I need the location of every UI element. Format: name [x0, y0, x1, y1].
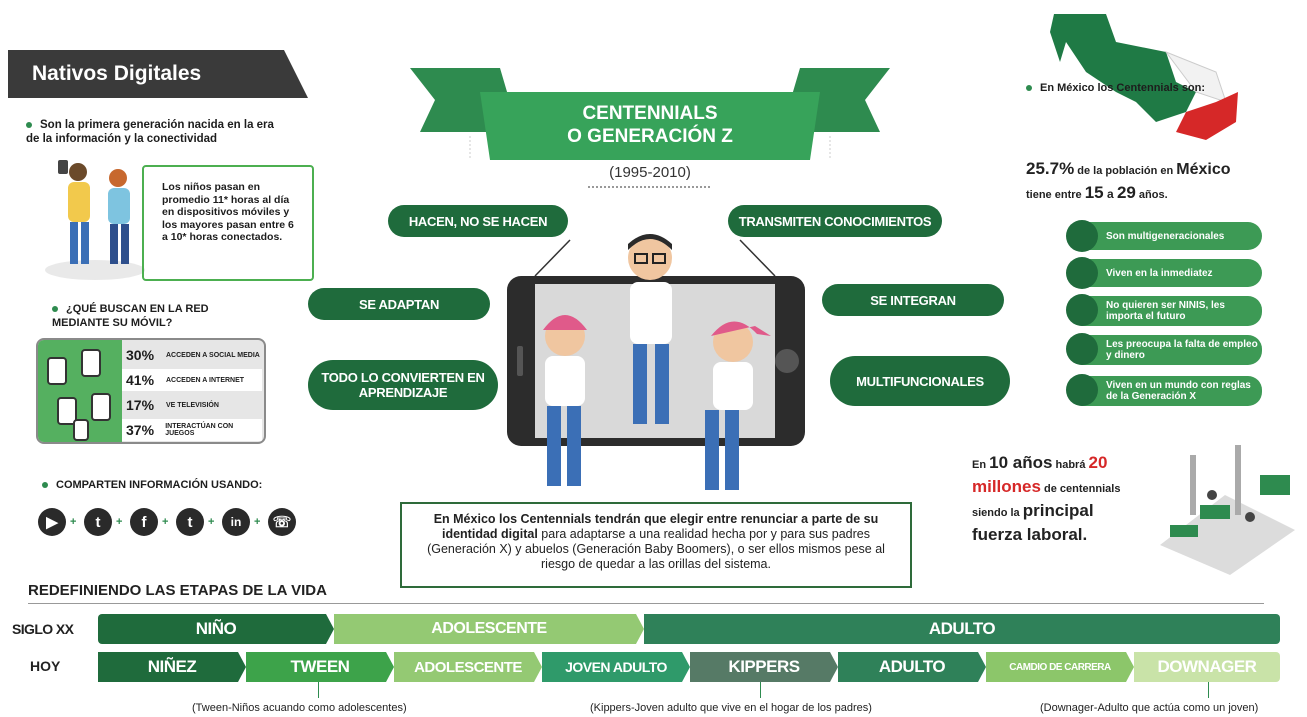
phone-illustration	[507, 234, 805, 490]
banner-title: CENTENNIALS O GENERACIÓN Z	[567, 103, 733, 147]
plus-icon: +	[70, 516, 77, 528]
page-title: Nativos Digitales	[8, 50, 308, 98]
trait-aprendizaje: TODO LO CONVIERTEN EN APRENDIZAJE	[308, 360, 498, 410]
office-illustration	[1160, 445, 1295, 575]
share-heading: COMPARTEN INFORMACIÓN USANDO:	[42, 478, 262, 492]
bullet-dot	[52, 306, 58, 313]
trait-integran: SE INTEGRAN	[822, 284, 1004, 316]
note-tick	[1208, 682, 1209, 698]
trait-transmiten: TRANSMITEN CONOCIMIENTOS	[728, 205, 942, 237]
note-downager: (Downager-Adulto que actúa como un joven…	[1040, 702, 1259, 714]
facebook-icon[interactable]: f	[130, 508, 158, 536]
stage-adulto-hoy: ADULTO	[838, 652, 986, 682]
years-range: (1995-2010)	[609, 164, 691, 181]
row-label-siglo: SIGLO XX	[12, 621, 74, 637]
note-tick	[318, 682, 319, 698]
phones-illustration	[38, 340, 122, 442]
trait-empleo: Les preocupa la falta de empleo y dinero	[1066, 333, 1262, 365]
tumblr-icon[interactable]: t	[176, 508, 204, 536]
stage-adulto: ADULTO	[644, 614, 1280, 644]
trait-ninis: No quieren ser NINIS, les importa el fut…	[1066, 294, 1262, 326]
trait-multi: MULTIFUNCIONALES	[830, 356, 1010, 406]
stats-panel: 30%ACCEDEN A SOCIAL MEDIA 41%ACCEDEN A I…	[36, 338, 266, 444]
stage-kippers: KIPPERS	[690, 652, 838, 682]
bullet-first-generation: Son la primera generación nacida en la e…	[26, 119, 274, 145]
identity-quote-box: En México los Centennials tendrán que el…	[400, 502, 912, 588]
stage-adolescente-hoy: ADOLESCENTE	[394, 652, 542, 682]
screen-time-text: Los niños pasan en promedio 11* horas al…	[162, 181, 294, 243]
plus-icon: +	[162, 516, 169, 528]
kids-illustration	[45, 160, 145, 280]
bullet-dot	[1026, 85, 1032, 92]
stat-row: 41%ACCEDEN A INTERNET	[122, 369, 262, 391]
stat-row: 37%INTERACTÚAN CON JUEGOS	[122, 419, 262, 441]
note-tick	[760, 682, 761, 698]
stat-row: 30%ACCEDEN A SOCIAL MEDIA	[126, 347, 260, 363]
question-heading: ¿QUÉ BUSCAN EN LA RED MEDIANTE SU MÓVIL?	[52, 303, 209, 329]
population-stat: 25.7% de la población en México tiene en…	[1026, 159, 1231, 202]
trait-reglas: Viven en un mundo con reglas de la Gener…	[1066, 374, 1262, 406]
stage-cambio-carrera: CAMDIO DE CARRERA	[986, 652, 1134, 682]
bullet-dot	[26, 121, 32, 128]
trait-adaptan: SE ADAPTAN	[308, 288, 490, 320]
bullet-dot	[42, 482, 48, 489]
plus-icon: +	[116, 516, 123, 528]
whatsapp-icon[interactable]: ☏	[268, 508, 296, 536]
mexico-label: En México los Centennials son:	[1026, 81, 1205, 95]
workforce-stat: En 10 años habrá 20 millones de centenni…	[972, 453, 1121, 544]
plus-icon: +	[254, 516, 261, 528]
stage-ninez: NIÑEZ	[98, 652, 246, 682]
linkedin-icon[interactable]: in	[222, 508, 250, 536]
screen-time-box: Los niños pasan en promedio 11* horas al…	[142, 165, 314, 281]
timeline-rule	[28, 603, 1264, 604]
stage-tween: TWEEN	[246, 652, 394, 682]
stage-adolescente: ADOLESCENTE	[334, 614, 644, 644]
note-tween: (Tween-Niños acuando como adolescentes)	[192, 702, 407, 714]
trait-multigeneracionales: Son multigeneracionales	[1066, 220, 1262, 252]
mexico-map	[1050, 14, 1238, 140]
trait-inmediatez: Viven en la inmediatez	[1066, 257, 1262, 289]
stage-joven-adulto: JOVEN ADULTO	[542, 652, 690, 682]
timeline-title: REDEFINIENDO LAS ETAPAS DE LA VIDA	[28, 582, 327, 599]
stage-nino: NIÑO	[98, 614, 334, 644]
note-kippers: (Kippers-Joven adulto que vive en el hog…	[590, 702, 872, 714]
row-label-hoy: HOY	[30, 658, 61, 674]
stat-row: 17%VE TELEVISIÓN	[126, 397, 219, 413]
youtube-icon[interactable]: ▶	[38, 508, 66, 536]
stage-downager: DOWNAGER	[1134, 652, 1280, 682]
banner-ribbon	[410, 68, 890, 160]
trait-hacen: HACEN, NO SE HACEN	[388, 205, 568, 237]
twitter-icon[interactable]: t	[84, 508, 112, 536]
plus-icon: +	[208, 516, 215, 528]
years-dotted-line	[588, 186, 710, 188]
